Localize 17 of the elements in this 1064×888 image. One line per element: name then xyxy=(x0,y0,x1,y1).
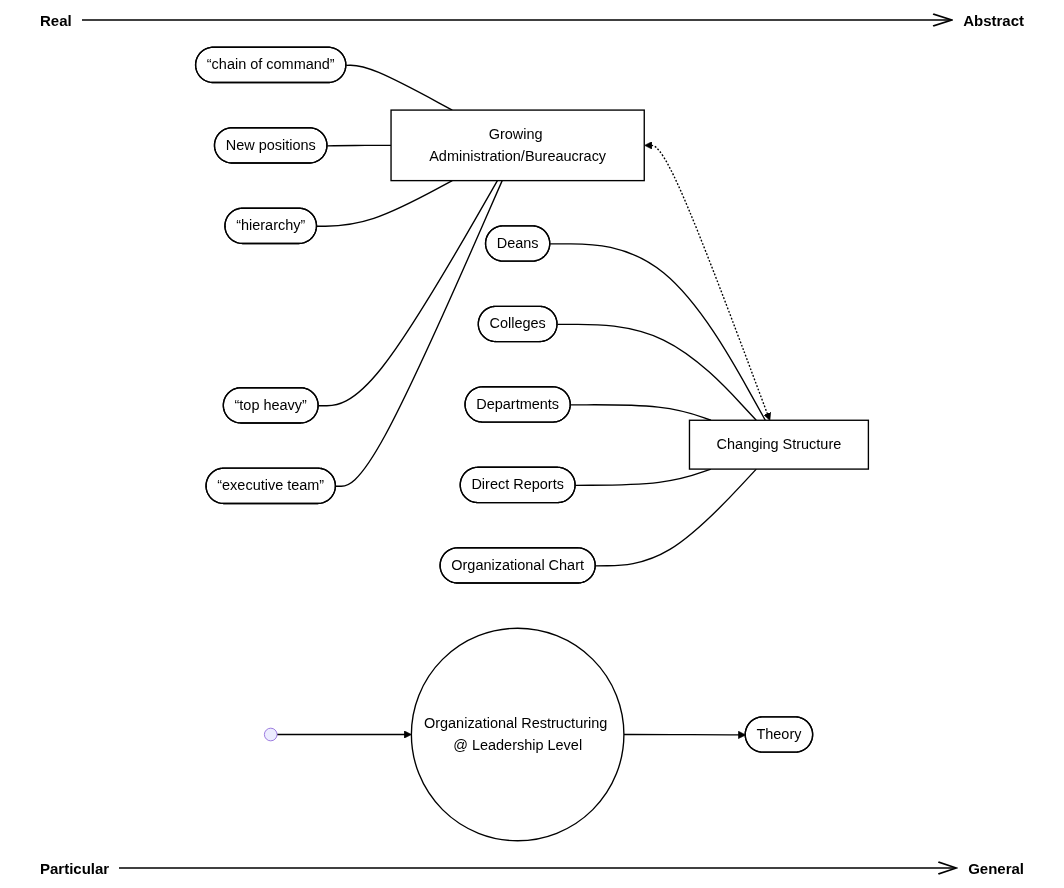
axis-label: General xyxy=(968,859,1024,877)
connector xyxy=(335,179,503,487)
node-circle: Organizational Restructuring @ Leadership Level xyxy=(410,627,625,842)
arrow xyxy=(644,141,771,421)
connector xyxy=(549,243,766,421)
arrow xyxy=(276,730,412,739)
axis-label: Particular xyxy=(40,859,110,877)
axis-label: Real xyxy=(40,11,72,29)
connector xyxy=(570,404,712,421)
node-box: Growing Administration/Bureaucracy xyxy=(390,109,645,182)
node-box: Changing Structure xyxy=(688,419,870,470)
connector xyxy=(345,64,453,111)
connector xyxy=(556,323,757,421)
connector xyxy=(316,179,453,227)
connector xyxy=(326,144,392,147)
connector xyxy=(317,179,499,407)
axis-label: Abstract xyxy=(963,11,1024,29)
